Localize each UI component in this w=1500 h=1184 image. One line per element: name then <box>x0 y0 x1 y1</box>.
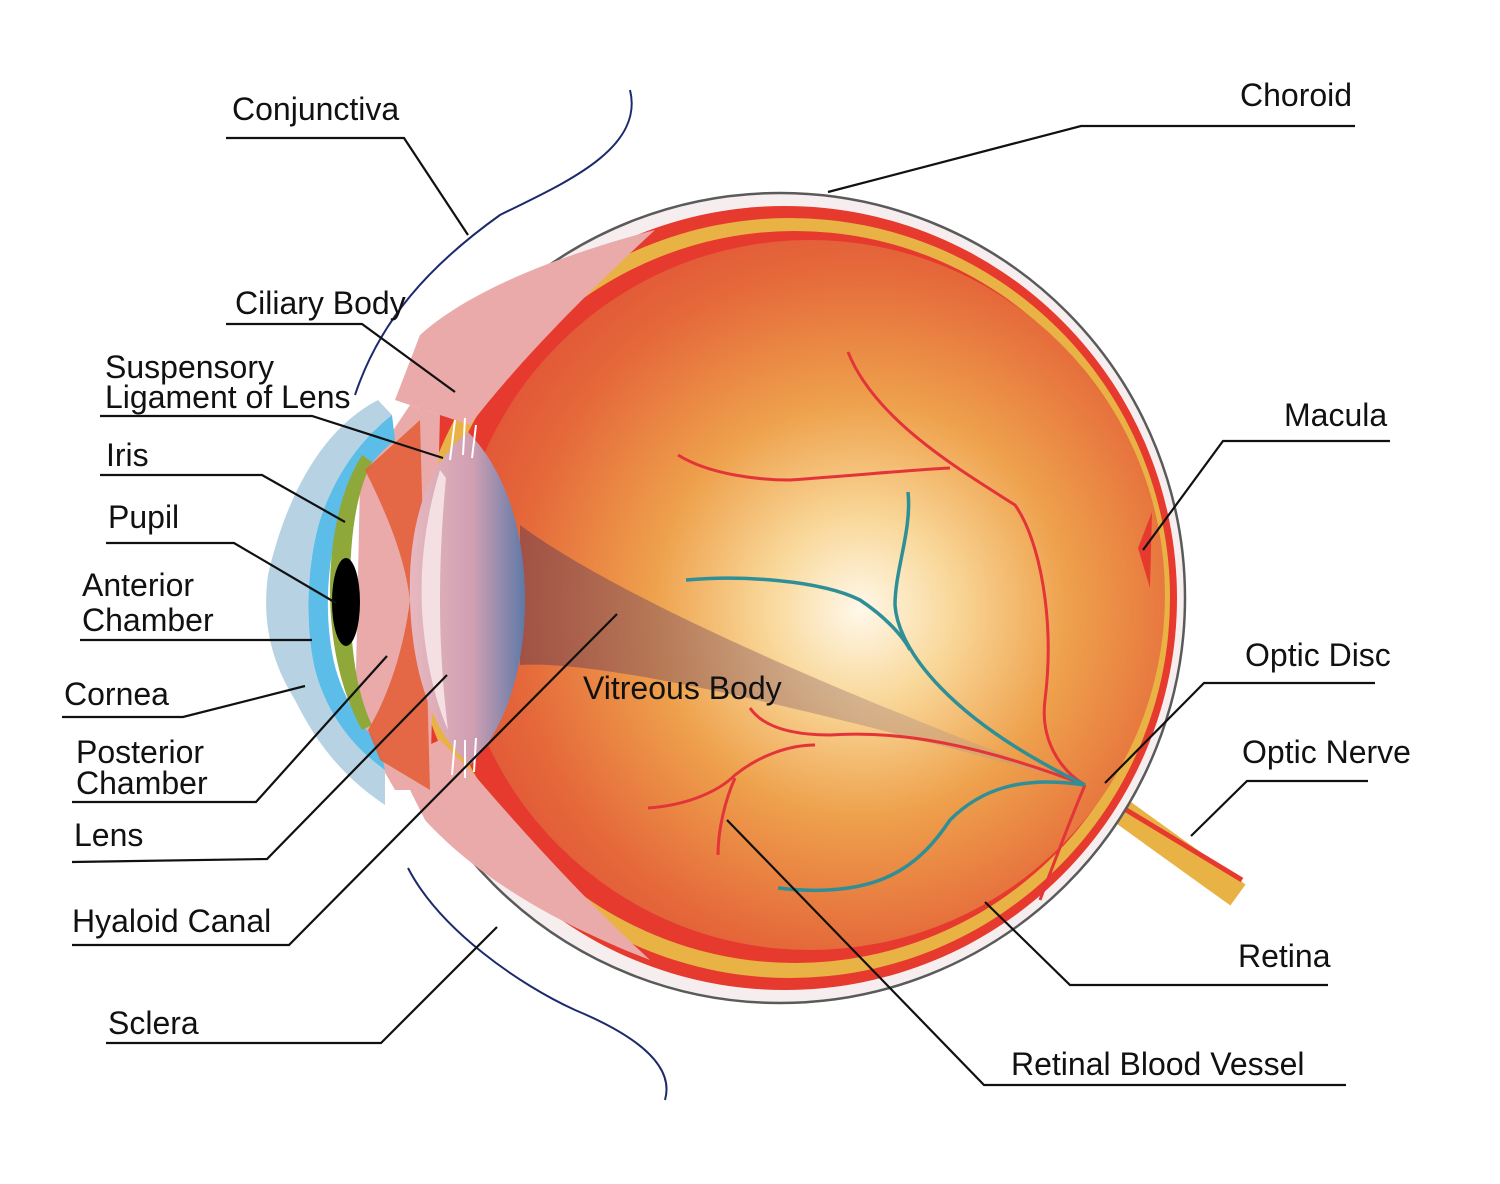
macula-shape <box>1138 512 1152 588</box>
leader-ciliary-body <box>226 322 456 393</box>
artery-lower-right <box>1038 784 1087 901</box>
label-posterior-line-2: Chamber <box>76 765 208 801</box>
leader-retina <box>984 901 1328 987</box>
leader-optic-disc <box>1104 681 1375 784</box>
label-lens: Lens <box>74 817 143 853</box>
cornea-shape <box>266 400 392 805</box>
leader-lens <box>71 674 448 864</box>
retinal-arteries <box>647 351 1087 901</box>
artery-upper-branch <box>677 453 951 482</box>
vein-lower <box>777 780 1086 893</box>
leader-sclera <box>106 926 498 1045</box>
label-optic-disc: Optic Disc <box>1245 637 1391 673</box>
label-posterior-line-1: Posterior <box>76 734 204 770</box>
artery-lower-branch-2 <box>716 777 737 856</box>
leader-conjunctiva <box>226 136 469 236</box>
ciliary-body-shape <box>395 230 655 425</box>
label-suspensory-line-2: Ligament of Lens <box>105 379 351 415</box>
vitreous-body-shape <box>455 240 1165 950</box>
retinal-veins <box>685 491 1086 893</box>
leader-iris <box>100 473 346 523</box>
artery-upper <box>846 351 1086 787</box>
vein-middle <box>685 576 912 651</box>
artery-lower <box>748 707 1086 787</box>
artery-lower-branch <box>647 743 816 810</box>
lens-highlight <box>421 470 448 730</box>
label-conjunctiva: Conjunctiva <box>232 91 399 127</box>
leader-cornea <box>62 684 306 719</box>
leader-optic-nerve <box>1190 779 1368 837</box>
leader-posterior-chamber <box>72 655 388 804</box>
label-macula: Macula <box>1284 397 1387 433</box>
leader-retinal-blood-vessel <box>726 819 1346 1087</box>
leader-macula <box>1142 439 1390 551</box>
iris-shape <box>330 455 372 730</box>
label-retinal-blood-vessel: Retinal Blood Vessel <box>1011 1046 1305 1082</box>
label-cornea: Cornea <box>64 676 169 712</box>
label-iris: Iris <box>106 437 149 473</box>
aqueous-humor-shape <box>308 415 395 770</box>
label-optic-nerve: Optic Nerve <box>1242 734 1411 770</box>
conjunctiva-upper-line <box>354 89 633 396</box>
leader-suspensory-ligament <box>100 414 444 460</box>
label-hyaloid-canal: Hyaloid Canal <box>72 903 271 939</box>
label-retina: Retina <box>1238 938 1331 974</box>
leader-pupil <box>106 541 337 604</box>
label-ciliary-body: Ciliary Body <box>235 285 406 321</box>
leader-hyaloid-canal <box>72 613 618 947</box>
label-pupil: Pupil <box>108 499 179 535</box>
hyaloid-canal-shape <box>520 525 1085 785</box>
ciliary-body-lower <box>395 740 650 960</box>
pupil-shape <box>332 558 360 646</box>
conjunctiva-lower-line <box>407 867 668 1101</box>
leader-choroid <box>827 124 1355 194</box>
label-sclera: Sclera <box>108 1005 199 1041</box>
label-choroid: Choroid <box>1240 77 1352 113</box>
anterior-chamber-orange <box>365 420 430 790</box>
suspensory-ligament-lower <box>451 737 477 778</box>
label-anterior-line-1: Anterior <box>82 567 194 603</box>
leader-lines <box>62 124 1390 1087</box>
label-vitreous-body: Vitreous Body <box>583 670 782 706</box>
label-suspensory-line-1: Suspensory <box>105 349 274 385</box>
label-anterior-line-2: Chamber <box>82 602 214 638</box>
vein-upper <box>893 491 1086 787</box>
suspensory-ligament-upper <box>449 417 477 461</box>
